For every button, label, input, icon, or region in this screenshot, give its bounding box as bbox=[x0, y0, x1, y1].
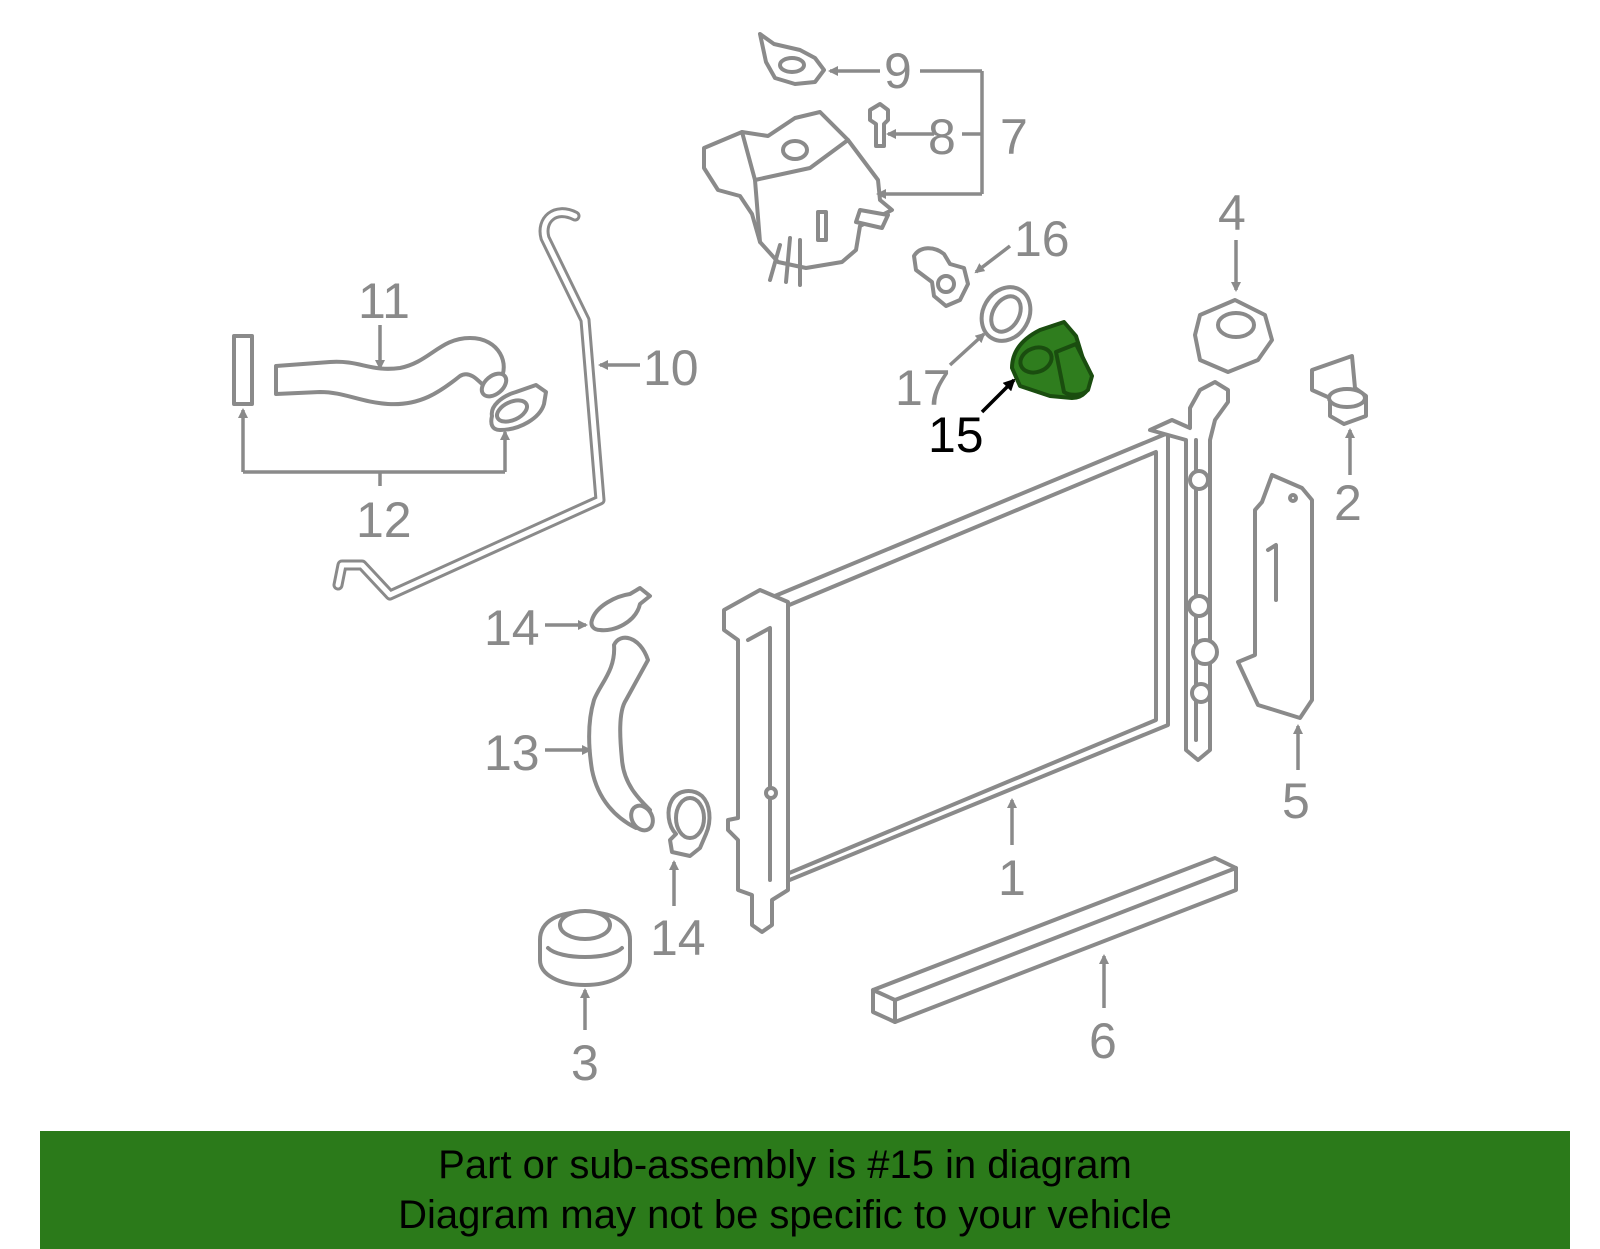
callout-10: 10 bbox=[643, 340, 699, 396]
callout-17: 17 bbox=[895, 360, 951, 416]
part-radiator[interactable] bbox=[722, 380, 1230, 934]
callout-13: 13 bbox=[484, 725, 540, 781]
part-15-highlighted[interactable] bbox=[1010, 320, 1094, 400]
callout-6: 6 bbox=[1089, 1013, 1117, 1069]
part-2-bracket[interactable] bbox=[1310, 354, 1368, 426]
part-10-pipe[interactable] bbox=[332, 207, 606, 601]
part-6-seal[interactable] bbox=[871, 856, 1238, 1024]
part-3-mount[interactable] bbox=[538, 909, 632, 987]
callout-9: 9 bbox=[884, 43, 912, 99]
part-4-cap[interactable] bbox=[1193, 298, 1274, 374]
callout-1: 1 bbox=[998, 850, 1026, 906]
callout-5: 5 bbox=[1282, 773, 1310, 829]
info-banner: Part or sub-assembly is #15 in diagram D… bbox=[40, 1131, 1570, 1249]
part-14-clamp-lower[interactable] bbox=[666, 789, 712, 858]
callout-7: 7 bbox=[1000, 109, 1028, 165]
callout-16: 16 bbox=[1014, 211, 1070, 267]
part-12-parts[interactable] bbox=[232, 334, 548, 432]
callout-15: 15 bbox=[928, 407, 984, 463]
callout-14-lower: 14 bbox=[650, 910, 706, 966]
part-11-hose[interactable] bbox=[274, 336, 511, 407]
part-14-clamp-upper[interactable] bbox=[589, 586, 652, 633]
callout-3: 3 bbox=[571, 1035, 599, 1091]
part-13-hose[interactable] bbox=[587, 635, 657, 835]
callout-8: 8 bbox=[928, 109, 956, 165]
part-5-baffle[interactable] bbox=[1236, 473, 1314, 720]
part-17-seal[interactable] bbox=[972, 278, 1040, 349]
leader-lines bbox=[238, 66, 1355, 1030]
part-9-seal[interactable] bbox=[758, 32, 826, 86]
callout-labels: 9 8 7 16 4 11 10 17 15 2 12 14 13 5 1 14… bbox=[356, 43, 1362, 1091]
callout-12: 12 bbox=[356, 492, 412, 548]
part-16-thermostat[interactable] bbox=[912, 246, 970, 308]
banner-line-1: Part or sub-assembly is #15 in diagram bbox=[438, 1143, 1132, 1187]
part-8-bolt[interactable] bbox=[868, 102, 890, 148]
callout-4: 4 bbox=[1218, 185, 1246, 241]
callout-11: 11 bbox=[358, 273, 410, 329]
banner-line-2: Diagram may not be specific to your vehi… bbox=[398, 1193, 1172, 1237]
callout-14-upper: 14 bbox=[484, 600, 540, 656]
part-7-reservoir[interactable] bbox=[702, 110, 894, 287]
callout-2: 2 bbox=[1334, 475, 1362, 531]
